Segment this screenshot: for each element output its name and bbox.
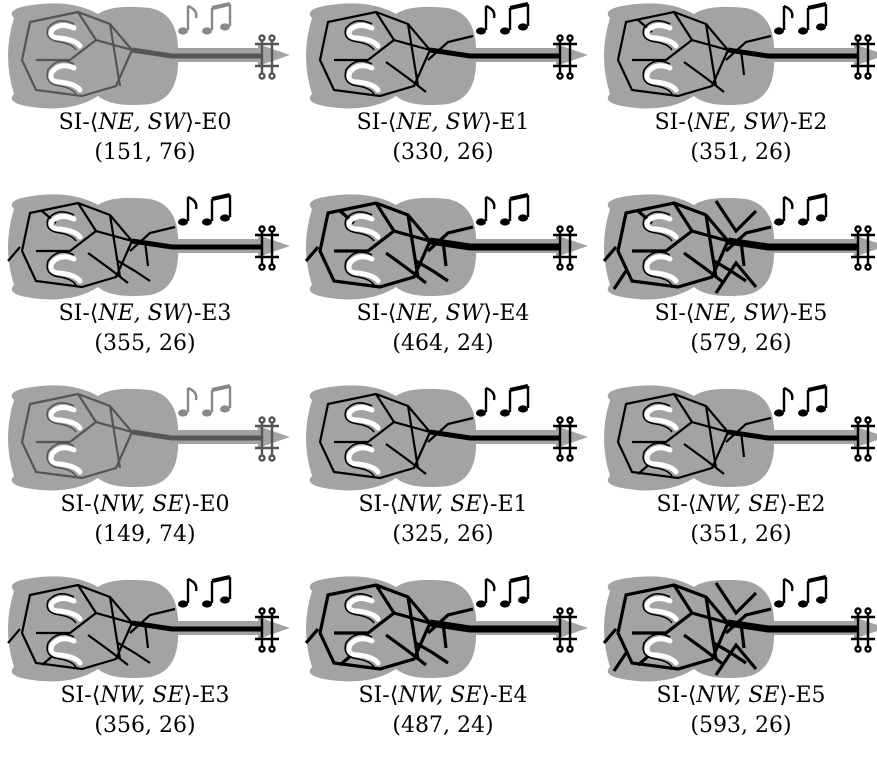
figure-coordinates: (351, 26) (596, 140, 877, 166)
violin-icon (604, 576, 877, 681)
figure-panel: SI-⟨NE, SW⟩-E1 (330, 26) (298, 0, 598, 191)
figure-panel: SI-⟨NE, SW⟩-E2 (351, 26) (596, 0, 877, 191)
music-notes-icon (476, 577, 528, 608)
music-notes-icon (178, 195, 230, 226)
violin-icon (306, 576, 588, 681)
violin-icon (604, 385, 877, 490)
figure-label: SI-⟨NE, SW⟩-E3 (0, 301, 290, 327)
music-notes-icon (476, 195, 528, 226)
figure-coordinates: (579, 26) (596, 331, 877, 357)
violin-icon (8, 576, 290, 681)
figure-panel: SI-⟨NW, SE⟩-E2 (351, 26) (596, 382, 877, 573)
music-notes-icon (774, 4, 826, 35)
violin-icon (306, 3, 588, 108)
violin-icon (604, 3, 877, 108)
music-notes-icon (476, 386, 528, 417)
figure-label: SI-⟨NW, SE⟩-E4 (298, 683, 588, 709)
violin-icon (8, 194, 290, 299)
figure-label: SI-⟨NE, SW⟩-E0 (0, 110, 290, 136)
music-notes-icon (178, 577, 230, 608)
violin-icon (306, 194, 588, 299)
music-notes-icon (774, 386, 826, 417)
figure-label: SI-⟨NW, SE⟩-E3 (0, 683, 290, 709)
figure-panel: SI-⟨NW, SE⟩-E4 (487, 24) (298, 573, 598, 764)
music-notes-icon (774, 577, 826, 608)
figure-label: SI-⟨NE, SW⟩-E4 (298, 301, 588, 327)
music-notes-icon (476, 4, 528, 35)
music-notes-icon (774, 195, 826, 226)
violin-icon (8, 385, 290, 490)
figure-coordinates: (464, 24) (298, 331, 588, 357)
figure-panel: SI-⟨NE, SW⟩-E4 (464, 24) (298, 191, 598, 382)
figure-label: SI-⟨NE, SW⟩-E5 (596, 301, 877, 327)
figure-label: SI-⟨NW, SE⟩-E0 (0, 492, 290, 518)
figure-coordinates: (351, 26) (596, 522, 877, 548)
figure-panel: SI-⟨NE, SW⟩-E0 (151, 76) (0, 0, 300, 191)
figure-coordinates: (356, 26) (0, 713, 290, 739)
figure-label: SI-⟨NW, SE⟩-E1 (298, 492, 588, 518)
figure-label: SI-⟨NE, SW⟩-E2 (596, 110, 877, 136)
figure-panel: SI-⟨NW, SE⟩-E5 (593, 26) (596, 573, 877, 764)
violin-icon (306, 385, 588, 490)
figure-coordinates: (593, 26) (596, 713, 877, 739)
figure-panel: SI-⟨NW, SE⟩-E0 (149, 74) (0, 382, 300, 573)
figure-coordinates: (487, 24) (298, 713, 588, 739)
figure-coordinates: (330, 26) (298, 140, 588, 166)
figure-label: SI-⟨NW, SE⟩-E5 (596, 683, 877, 709)
violin-icon (8, 3, 290, 108)
figure-panel: SI-⟨NW, SE⟩-E1 (325, 26) (298, 382, 598, 573)
figure-label: SI-⟨NW, SE⟩-E2 (596, 492, 877, 518)
figure-coordinates: (355, 26) (0, 331, 290, 357)
figure-panel: SI-⟨NE, SW⟩-E5 (579, 26) (596, 191, 877, 382)
violin-icon (604, 194, 877, 299)
music-notes-icon (178, 386, 230, 417)
figure-panel: SI-⟨NE, SW⟩-E3 (355, 26) (0, 191, 300, 382)
figure-coordinates: (151, 76) (0, 140, 290, 166)
figure-label: SI-⟨NE, SW⟩-E1 (298, 110, 588, 136)
figure-panel: SI-⟨NW, SE⟩-E3 (356, 26) (0, 573, 300, 764)
figure-coordinates: (149, 74) (0, 522, 290, 548)
music-notes-icon (178, 4, 230, 35)
figure-coordinates: (325, 26) (298, 522, 588, 548)
